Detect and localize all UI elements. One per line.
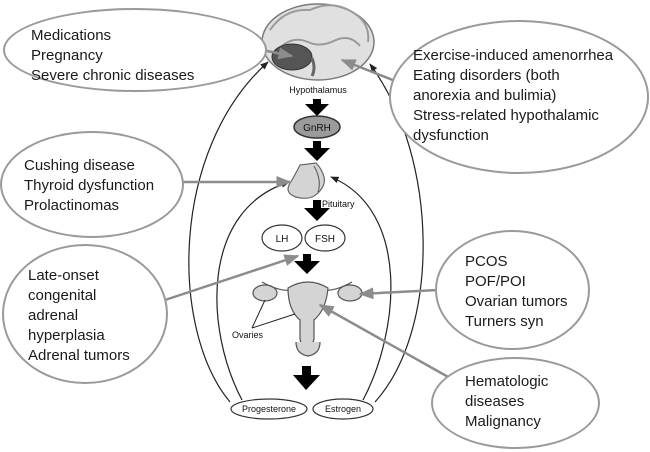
brain-icon xyxy=(261,3,375,81)
progesterone-label: Progesterone xyxy=(242,404,296,414)
hypothalamus-label: Hypothalamus xyxy=(289,85,347,95)
lh-label: LH xyxy=(276,234,289,245)
progesterone-node xyxy=(230,398,308,420)
ovary-pointer-right xyxy=(251,313,296,329)
connector-mid-right xyxy=(358,287,439,300)
pituitary-icon xyxy=(287,162,325,199)
callout-line: PCOS xyxy=(465,253,508,270)
callout-line: Turners syn xyxy=(465,313,544,330)
callout-line: congenital xyxy=(28,287,97,304)
fsh-label: FSH xyxy=(315,234,335,245)
down-arrow-3 xyxy=(304,200,330,221)
pituitary-label: Pituitary xyxy=(322,199,355,209)
down-arrow-5 xyxy=(293,366,320,390)
feedback-inner-right xyxy=(330,176,392,401)
callout-line: Eating disorders (both xyxy=(413,67,560,84)
callout-line: Thyroid dysfunction xyxy=(24,177,155,194)
connector-low-left xyxy=(164,254,300,302)
gnrh-node xyxy=(293,115,341,139)
callout-mid-right: PCOS POF/POI Ovarian tumors Turners syn xyxy=(435,230,590,350)
lh-node xyxy=(261,224,303,252)
callout-line: Cushing disease xyxy=(24,157,135,174)
callout-low-right: Hematologic diseases Malignancy xyxy=(431,357,600,449)
estrogen-label: Estrogen xyxy=(325,404,361,414)
callout-line: diseases xyxy=(465,393,525,410)
down-arrow-2 xyxy=(304,141,330,161)
callout-line: Pregnancy xyxy=(31,47,103,64)
callout-line: Prolactinomas xyxy=(24,197,120,214)
callout-line: hyperplasia xyxy=(28,327,105,344)
feedback-outer-left xyxy=(188,61,269,403)
fsh-node xyxy=(304,224,346,252)
callout-line: Stress-related hypothalamic xyxy=(413,107,599,124)
callout-line: Medications xyxy=(31,27,112,44)
callout-line: anorexia and bulimia) xyxy=(413,87,557,104)
gnrh-label: GnRH xyxy=(303,123,331,134)
callout-line: Malignancy xyxy=(465,413,541,430)
estrogen-node xyxy=(312,398,374,420)
callout-line: POF/POI xyxy=(465,273,526,290)
callout-line: Late-onset xyxy=(28,267,99,284)
callout-top-right: Exercise-induced amenorrhea Eating disor… xyxy=(389,20,649,174)
callout-mid-left: Cushing disease Thyroid dysfunction Prol… xyxy=(0,131,184,238)
down-arrow-4 xyxy=(294,254,320,274)
feedback-inner-left xyxy=(216,181,290,401)
callout-line: dysfunction xyxy=(413,127,489,144)
callout-line: Hematologic xyxy=(465,373,549,390)
ovary-pointer-left xyxy=(251,299,266,329)
callout-top-left: Medications Pregnancy Severe chronic dis… xyxy=(3,8,267,92)
ovaries-label: Ovaries xyxy=(232,330,264,340)
callout-line: Ovarian tumors xyxy=(465,293,568,310)
down-arrow-1 xyxy=(305,99,329,116)
callout-line: Adrenal tumors xyxy=(28,347,130,364)
uterus-icon xyxy=(252,281,363,357)
callout-line: adrenal xyxy=(28,307,79,324)
callout-line: Severe chronic diseases xyxy=(31,67,195,84)
callout-low-left: Late-onset congenital adrenal hyperplasi… xyxy=(2,244,168,384)
connector-low-right xyxy=(318,303,451,380)
callout-line: Exercise-induced amenorrhea xyxy=(413,47,614,64)
connector-top-left xyxy=(261,47,294,60)
